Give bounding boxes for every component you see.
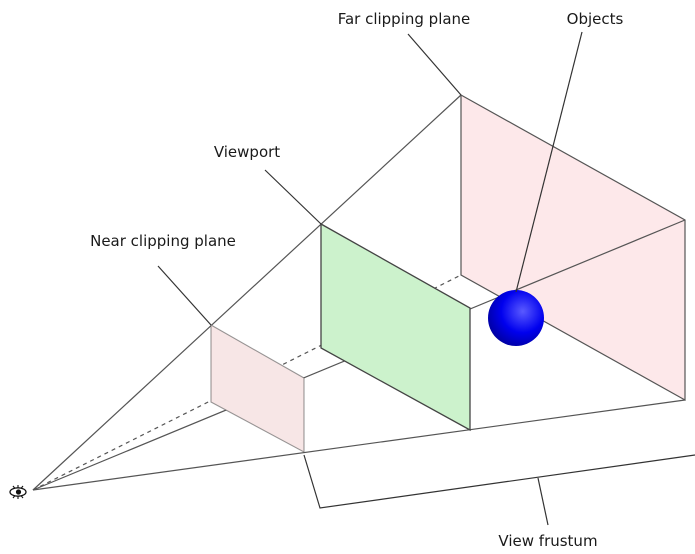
frustum-edge-top bbox=[32, 94, 462, 491]
view-frustum-bracket bbox=[303, 454, 695, 509]
objects-leader bbox=[515, 31, 583, 293]
object-sphere bbox=[488, 290, 544, 346]
view-frustum-label: View frustum bbox=[498, 532, 597, 550]
viewport-plane bbox=[320, 222, 471, 432]
far-clipping-plane-label: Far clipping plane bbox=[338, 10, 471, 28]
near-clipping-plane-label: Near clipping plane bbox=[90, 232, 236, 250]
near-clipping-plane bbox=[210, 324, 305, 453]
far-clipping-plane bbox=[460, 93, 686, 402]
viewport-leader bbox=[264, 169, 322, 225]
eye-icon bbox=[9, 485, 27, 499]
viewport-label: Viewport bbox=[214, 143, 280, 161]
far-clipping-plane-leader bbox=[407, 33, 462, 96]
near-clipping-plane-leader bbox=[157, 265, 212, 326]
view-frustum-leader bbox=[537, 477, 549, 526]
objects-label: Objects bbox=[567, 10, 624, 28]
frustum-edge-bottom bbox=[32, 399, 686, 491]
